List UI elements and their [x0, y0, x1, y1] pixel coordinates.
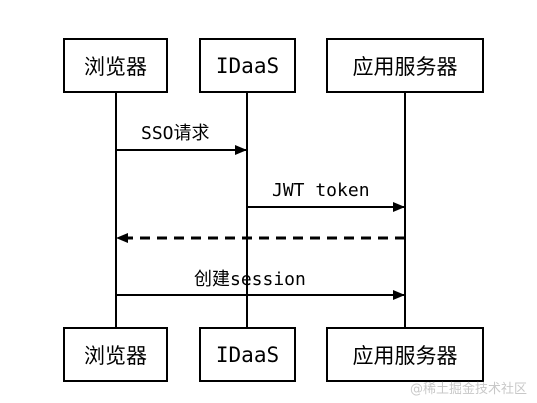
participant-browser-top: 浏览器 [63, 38, 168, 93]
watermark: @稀土掘金技术社区 [409, 382, 527, 397]
participant-idaas-top: IDaaS [199, 38, 296, 93]
participant-app-server-label: 应用服务器 [352, 54, 458, 79]
participant-browser-label: 浏览器 [84, 54, 147, 79]
participant-browser-bottom: 浏览器 [63, 327, 168, 382]
participant-idaas-label: IDaaS [215, 53, 280, 78]
participant-idaas-bottom: IDaaS [199, 327, 296, 382]
participant-browser-label: 浏览器 [84, 343, 147, 368]
message-create-session: 创建session [194, 269, 306, 290]
participant-app-server-bottom: 应用服务器 [326, 327, 484, 382]
participant-app-server-top: 应用服务器 [326, 38, 484, 93]
message-sso-request: SSO请求 [141, 123, 210, 144]
participant-idaas-label: IDaaS [215, 342, 280, 367]
participant-app-server-label: 应用服务器 [352, 343, 458, 368]
message-jwt-token: JWT token [272, 180, 370, 201]
